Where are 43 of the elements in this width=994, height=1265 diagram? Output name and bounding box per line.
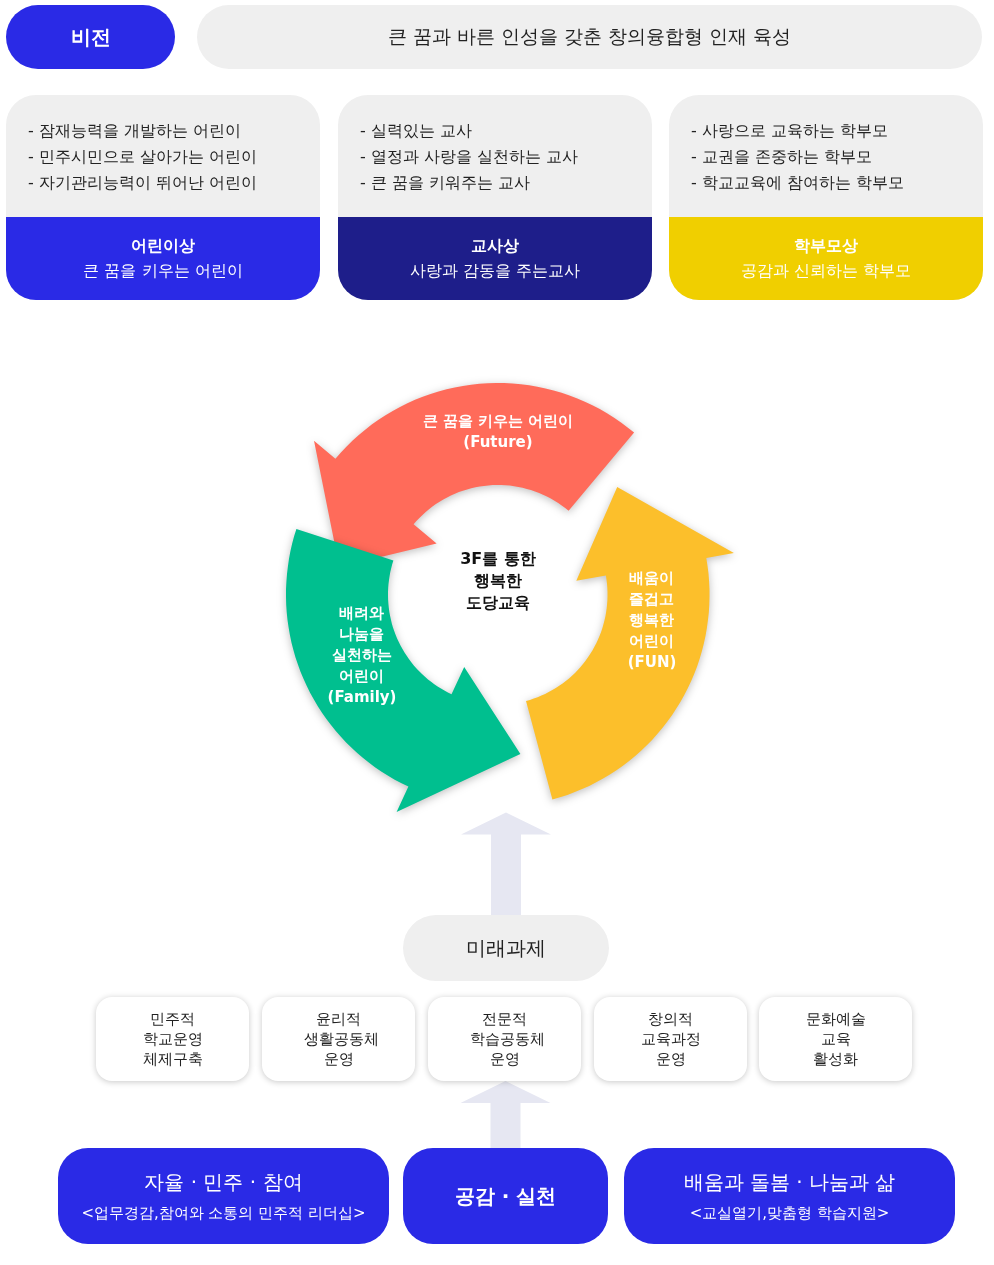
card-subtitle: 큰 꿈을 키우는 어린이	[83, 260, 243, 282]
profile-card	[669, 95, 983, 300]
card-heading: 교사상	[471, 235, 519, 257]
task-box	[759, 997, 912, 1081]
profile-card	[6, 95, 320, 300]
value-title: 자율 · 민주 · 참여	[144, 1169, 303, 1196]
value-box	[403, 1148, 608, 1244]
list-item: - 민주시민으로 살아가는 어린이	[28, 147, 259, 168]
list-item: - 큰 꿈을 키워주는 교사	[360, 173, 532, 194]
task-text: 창의적 교육과정 운영	[639, 1009, 702, 1069]
card-heading: 어린이상	[131, 235, 195, 257]
value-box	[58, 1148, 389, 1244]
value-title: 배움과 돌봄 · 나눔과 삶	[683, 1169, 896, 1196]
arrow-label: 배려와 나눔을 실천하는 어린이 (Family)	[326, 602, 398, 708]
value-title: 공감 · 실천	[454, 1182, 557, 1210]
list-item: - 잠재능력을 개발하는 어린이	[28, 121, 243, 142]
statement-pill: 큰 꿈과 바른 인성을 갖춘 창의융합형 인재 육성	[197, 5, 982, 69]
task-box	[96, 997, 249, 1081]
task-box	[594, 997, 747, 1081]
value-subtitle: <업무경감,참여와 소통의 민주적 리더십>	[81, 1204, 366, 1223]
value-box	[624, 1148, 955, 1244]
card-heading: 학부모상	[794, 235, 858, 257]
block-arrow	[461, 812, 551, 915]
title-pill: 비전	[6, 5, 175, 69]
list-item: - 교권을 존중하는 학부모	[691, 147, 874, 168]
value-subtitle: <교실열기,맞춤형 학습지원>	[689, 1204, 890, 1223]
profile-card	[338, 95, 652, 300]
card-subtitle: 사랑과 감동을 주는교사	[409, 260, 581, 282]
list-item: - 학교교육에 참여하는 학부모	[691, 173, 906, 194]
task-text: 문화예술 교육 활성화	[804, 1009, 867, 1069]
list-item: - 열정과 사랑을 실천하는 교사	[360, 147, 580, 168]
arrow-label: 큰 꿈을 키우는 어린이 (Future)	[421, 411, 575, 453]
center-label: 3F를 통한 행복한 도당교육	[459, 548, 537, 614]
task-box	[428, 997, 581, 1081]
card-subtitle: 공감과 신뢰하는 학부모	[740, 260, 912, 282]
task-text: 민주적 학교운영 체제구축	[141, 1009, 204, 1069]
section-pill: 미래과제	[403, 915, 609, 981]
list-item: - 사랑으로 교육하는 학부모	[691, 121, 890, 142]
block-arrow	[460, 1081, 551, 1148]
arrow-label: 배움이 즐겁고 행복한 어린이 (FUN)	[626, 567, 678, 673]
list-item: - 자기관리능력이 뛰어난 어린이	[28, 173, 259, 194]
list-item: - 실력있는 교사	[360, 121, 473, 142]
task-box	[262, 997, 415, 1081]
